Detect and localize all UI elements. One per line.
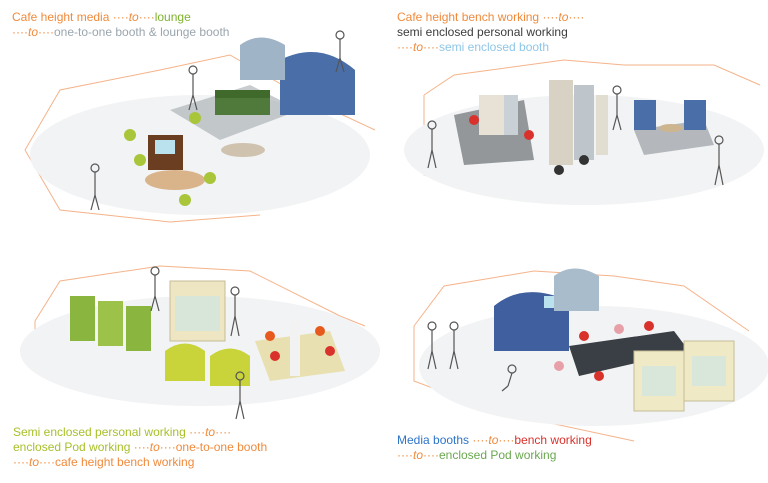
caption-segment: ···· (112, 10, 129, 24)
caption-segment: to (205, 425, 216, 439)
caption-line: ····to····enclosed Pod working (397, 448, 592, 463)
bench-desk-icon (479, 95, 518, 135)
caption-segment: Cafe height bench working (397, 10, 543, 24)
pod-icon (169, 280, 226, 342)
pod-icon (633, 340, 735, 412)
caption-segment: enclosed Pod working (13, 440, 134, 454)
caption-segment: ···· (542, 10, 559, 24)
caption-segment: enclosed Pod working (438, 448, 557, 462)
caption-segment: ···· (568, 10, 585, 24)
panel-caption: Cafe height media ····to····lounge ····t… (12, 10, 229, 40)
bench-table-icon (569, 331, 689, 376)
panel-semi-enclosed-to-bench: Semi enclosed personal working ····to···… (0, 241, 384, 482)
panel-caption: Semi enclosed personal working ····to···… (13, 425, 267, 470)
scene-cafe-lounge-illustration (24, 30, 376, 223)
caption-segment: to (488, 433, 499, 447)
caption-line: Media booths ····to····bench working (397, 433, 592, 448)
caption-segment: cafe height bench working (54, 455, 195, 469)
caption-segment: to (27, 25, 38, 39)
caption-line: Cafe height media ····to····lounge (12, 10, 229, 25)
booth-icon (634, 100, 706, 132)
caption-segment: Semi enclosed personal working (13, 425, 190, 439)
caption-segment: one-to-one booth (175, 440, 268, 454)
caption-line: ····to····one-to-one booth & lounge boot… (12, 25, 229, 40)
caption-segment: ···· (133, 440, 150, 454)
caption-segment: to (149, 440, 160, 454)
chair-icon (469, 115, 589, 175)
caption-segment: ···· (38, 25, 54, 39)
media-booth-icon (494, 268, 599, 351)
semi-enclosed-desk-icon (549, 80, 608, 165)
booth-icon (240, 37, 355, 115)
caption-segment: ···· (472, 433, 489, 447)
caption-segment: ···· (498, 433, 515, 447)
person-figure-icon (150, 266, 245, 420)
caption-segment: semi enclosed personal working (397, 25, 568, 39)
scene-bench-booth-illustration (404, 59, 764, 205)
caption-segment: ···· (138, 10, 155, 24)
caption-line: ····to····semi enclosed booth (397, 40, 584, 55)
person-figure-icon (427, 85, 724, 186)
caption-line: ····to····cafe height bench working (13, 455, 267, 470)
scene-media-booth-illustration (413, 268, 768, 442)
caption-line: Semi enclosed personal working ····to···… (13, 425, 267, 440)
caption-segment: to (28, 455, 39, 469)
scene-pod-bench-illustration (20, 265, 380, 420)
chair-icon (265, 326, 335, 361)
caption-segment: ···· (215, 425, 232, 439)
person-figure-icon (90, 30, 345, 211)
chair-icon (124, 112, 216, 206)
caption-segment: Cafe height media (12, 10, 113, 24)
caption-segment: ···· (397, 448, 413, 462)
caption-segment: to (412, 448, 423, 462)
caption-segment: ···· (423, 448, 439, 462)
chair-icon (554, 321, 654, 381)
booth-icon (165, 343, 250, 386)
caption-segment: Media booths (397, 433, 473, 447)
sofa-icon (215, 90, 270, 115)
person-figure-icon (427, 321, 517, 392)
caption-segment: ···· (39, 455, 55, 469)
caption-segment: one-to-one booth & lounge booth (53, 25, 230, 39)
caption-segment: to (412, 40, 423, 54)
panel-media-booth-to-pod: Media booths ····to····bench working ···… (384, 241, 768, 482)
panel-caption: Cafe height bench working ····to···· sem… (397, 10, 584, 55)
caption-segment: bench working (514, 433, 592, 447)
caption-segment: semi enclosed booth (438, 40, 550, 54)
caption-segment: to (558, 10, 569, 24)
caption-segment: to (128, 10, 139, 24)
panel-bench-to-semi-enclosed: Cafe height bench working ····to···· sem… (384, 0, 768, 241)
caption-segment: ···· (13, 455, 29, 469)
caption-segment: lounge (154, 10, 191, 24)
media-desk-icon (145, 135, 205, 190)
caption-line: semi enclosed personal working (397, 25, 584, 40)
caption-segment: ···· (189, 425, 206, 439)
caption-line: Cafe height bench working ····to···· (397, 10, 584, 25)
caption-segment: ···· (159, 440, 176, 454)
caption-segment: ···· (397, 40, 413, 54)
caption-line: enclosed Pod working ····to····one-to-on… (13, 440, 267, 455)
panel-cafe-to-lounge: Cafe height media ····to····lounge ····t… (0, 0, 384, 241)
semi-enclosed-desk-icon (70, 296, 151, 351)
bench-table-icon (255, 321, 345, 381)
caption-segment: ···· (423, 40, 439, 54)
panel-caption: Media booths ····to····bench working ···… (397, 433, 592, 463)
caption-segment: ···· (12, 25, 28, 39)
